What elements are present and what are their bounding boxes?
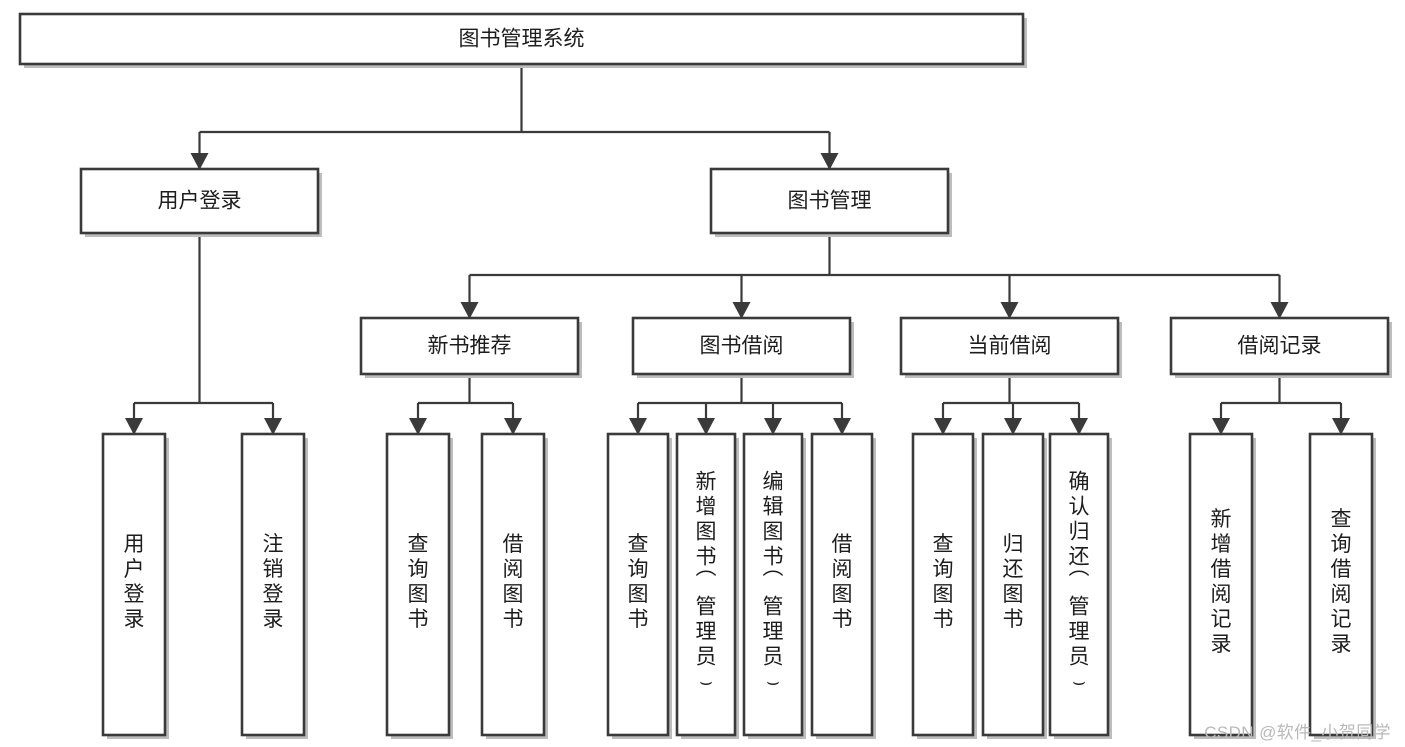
arrow-head-icon [504,418,522,435]
node-box [709,167,950,235]
node-label: 新书推荐 [428,335,512,358]
arrow-head-icon [1070,418,1088,435]
node-box [810,432,874,737]
arrow-head-icon [1270,302,1289,319]
connector-group-login [125,233,282,435]
node-box [480,432,546,737]
arrow-head-icon [629,418,647,435]
connector-group-root [190,64,839,170]
arrow-head-icon [190,153,209,170]
node-label: 查询图书 [933,533,954,631]
node-label: 图书借阅 [700,335,784,358]
node-login[interactable]: 用户登录 [79,167,322,237]
node-label: 借阅图书 [832,533,853,631]
connector-group-records [1212,374,1350,435]
node-label: 查询图书 [408,533,429,631]
arrow-head-icon [125,418,143,435]
arrow-head-icon [1004,418,1022,435]
arrow-head-icon [409,418,427,435]
node-box [359,316,580,376]
arrow-head-icon [934,418,952,435]
node-root[interactable]: 图书管理系统 [18,12,1027,68]
node-l2[interactable]: 注销登录 [240,432,308,739]
connector-group-current [934,374,1088,435]
node-records[interactable]: 借阅记录 [1169,316,1392,378]
node-n1[interactable]: 查询图书 [385,432,453,739]
node-box [1169,316,1390,376]
node-label: 新增图书⌒管理员⌣ [696,471,717,694]
node-label: 查询借阅记录 [1331,508,1352,656]
node-label: 图书管理 [788,190,872,213]
node-box [385,432,451,737]
node-label: 图书管理系统 [459,28,585,51]
node-label: 用户登录 [158,190,242,213]
connector-group-newbook [409,374,522,435]
node-n2[interactable]: 借阅图书 [480,432,548,739]
node-label: 编辑图书⌒管理员⌣ [763,471,784,694]
node-box [899,316,1120,376]
connector-group-borrow [629,374,851,435]
arrow-head-icon [732,302,751,319]
node-c1[interactable]: 查询图书 [911,432,977,739]
arrow-head-icon [697,418,715,435]
node-bookmgr[interactable]: 图书管理 [709,167,952,237]
node-b3[interactable]: 编辑图书⌒管理员⌣ [742,432,806,739]
node-label: 借阅图书 [503,533,524,631]
node-label: 用户登录 [124,533,145,631]
arrow-head-icon [1000,302,1019,319]
node-borrow[interactable]: 图书借阅 [631,316,854,378]
connector-group-bookmgr [460,233,1289,319]
node-b2[interactable]: 新增图书⌒管理员⌣ [675,432,739,739]
arrow-head-icon [820,153,839,170]
node-current[interactable]: 当前借阅 [899,316,1122,378]
node-box [631,316,852,376]
nodes-layer: 图书管理系统用户登录图书管理新书推荐图书借阅当前借阅借阅记录用户登录注销登录查询… [18,12,1392,739]
node-label: 查询图书 [628,533,649,631]
node-box [101,432,167,737]
node-box [1308,432,1374,737]
arrow-head-icon [1332,418,1350,435]
node-box [742,432,804,737]
node-c3[interactable]: 确认归还⌒管理员⌣ [1048,432,1112,739]
arrow-head-icon [1212,418,1230,435]
node-newbook[interactable]: 新书推荐 [359,316,582,378]
connectors-layer [125,64,1350,435]
node-l1[interactable]: 用户登录 [101,432,169,739]
node-b1[interactable]: 查询图书 [606,432,672,739]
node-label: 确认归还⌒管理员⌣ [1069,471,1090,694]
node-box [1048,432,1110,737]
node-box [79,167,320,235]
node-r1[interactable]: 新增借阅记录 [1188,432,1256,739]
node-label: 注销登录 [263,533,284,631]
node-label: 借阅记录 [1238,335,1322,358]
node-r2[interactable]: 查询借阅记录 [1308,432,1376,739]
node-b4[interactable]: 借阅图书 [810,432,876,739]
node-box [981,432,1045,737]
arrow-head-icon [764,418,782,435]
arrow-head-icon [264,418,282,435]
node-box [911,432,975,737]
node-box [606,432,670,737]
node-box [675,432,737,737]
node-label: 新增借阅记录 [1211,508,1232,656]
arrow-head-icon [833,418,851,435]
node-box [1188,432,1254,737]
node-c2[interactable]: 归还图书 [981,432,1047,739]
arrow-head-icon [460,302,479,319]
node-box [18,12,1025,66]
node-label: 当前借阅 [968,335,1052,358]
node-box [240,432,306,737]
node-label: 归还图书 [1003,533,1024,631]
